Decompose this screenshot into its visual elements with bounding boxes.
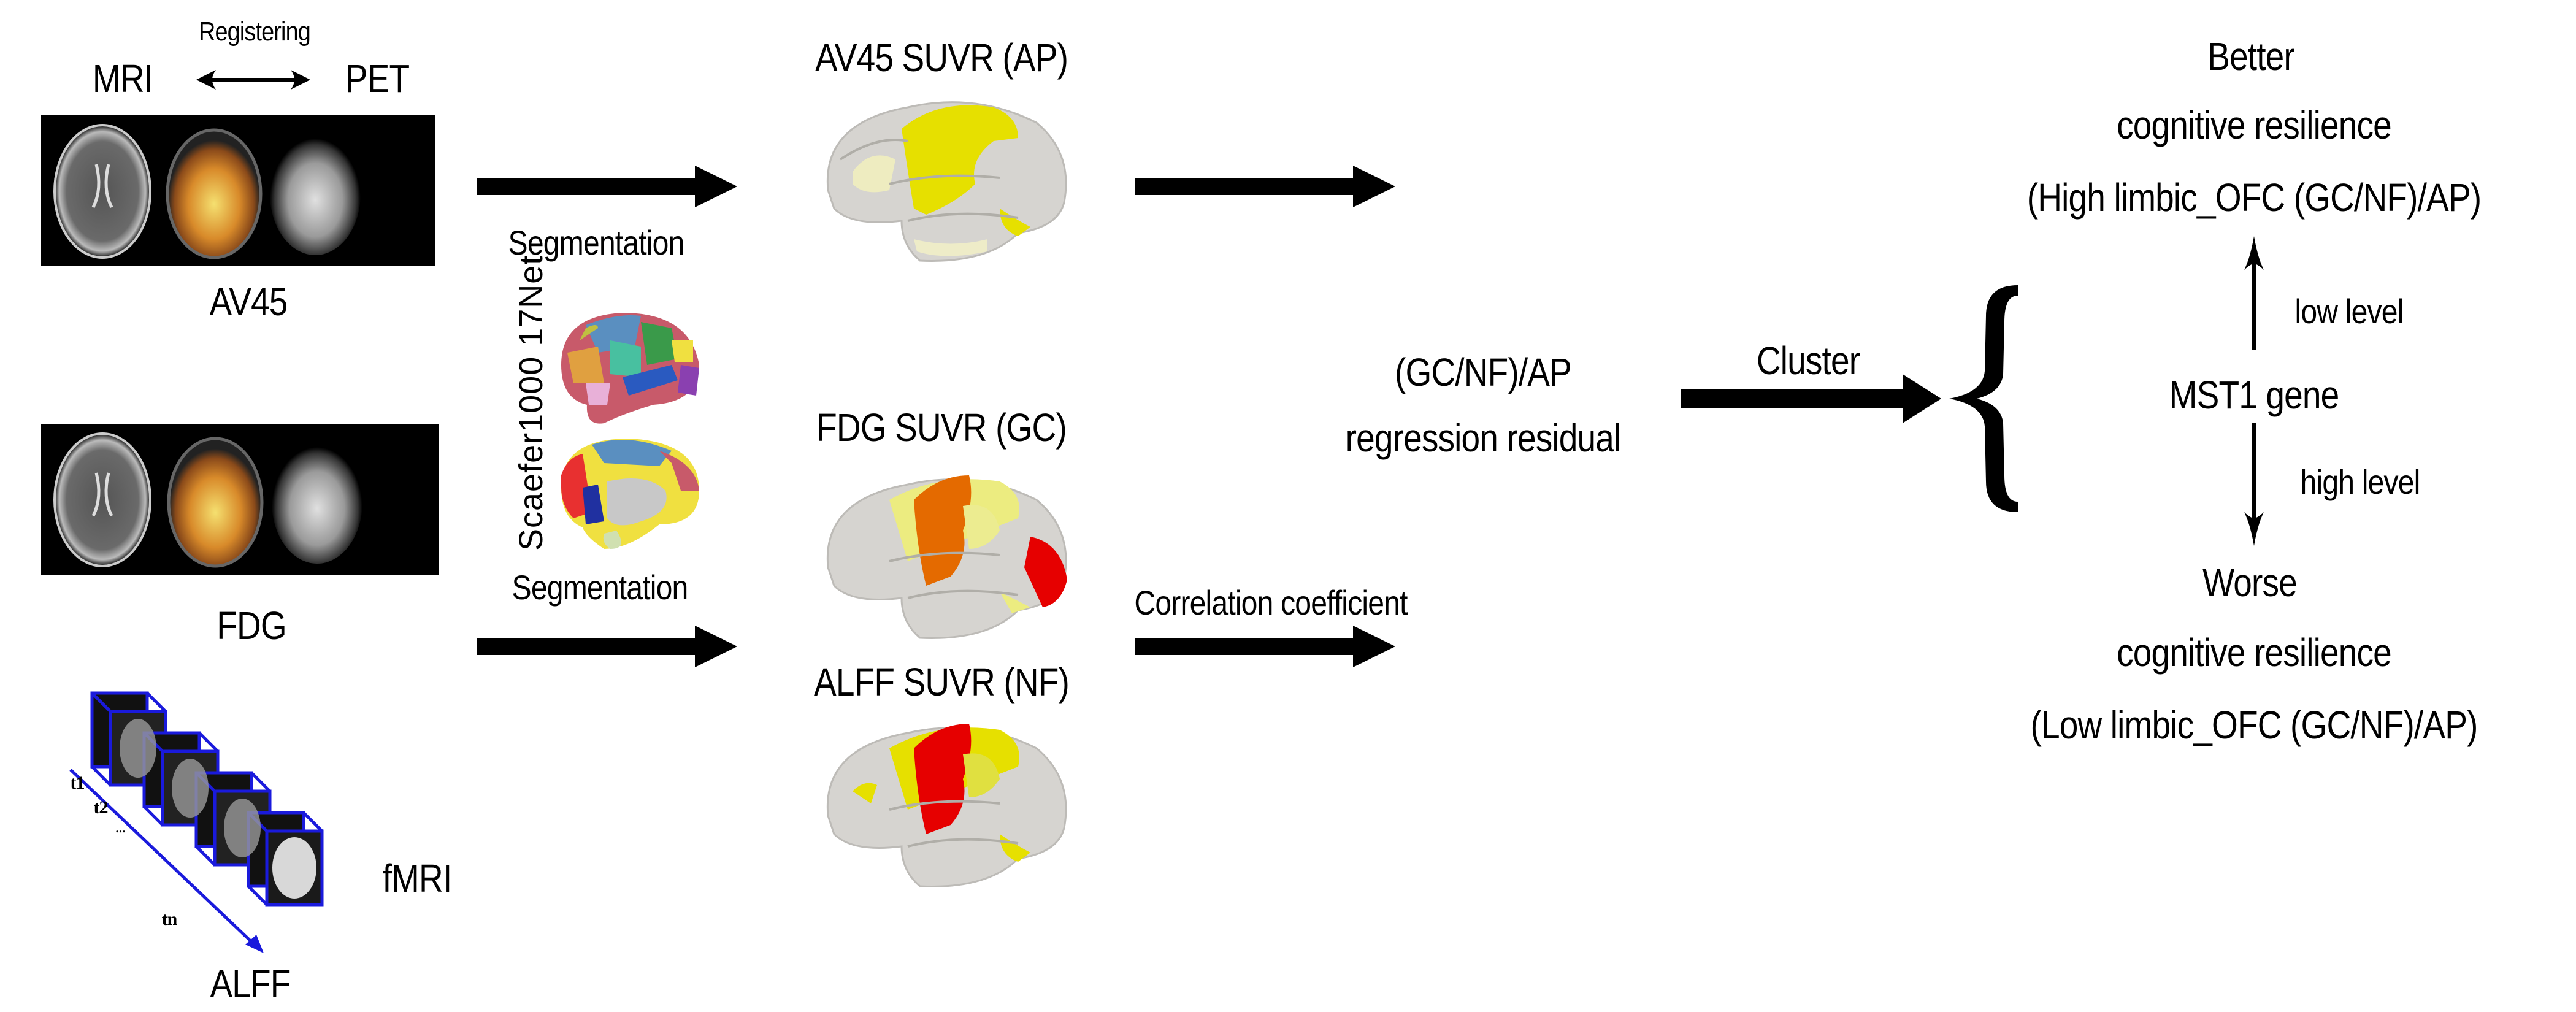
av45-scan-strip	[41, 115, 435, 266]
atlas-lateral-brain	[561, 313, 699, 424]
brain-map-nf-highlight	[914, 724, 972, 834]
atlas-label: Scaefer1000 17Net	[513, 255, 550, 551]
brain-map-gc	[826, 475, 1067, 639]
arrow-down-icon	[2244, 423, 2264, 546]
mst1-gene-label: MST1 gene	[2169, 373, 2340, 417]
low-level-label: low level	[2294, 292, 2404, 331]
worse-resilience-label: cognitive resilience	[2117, 631, 2392, 675]
av45-label: AV45	[209, 280, 288, 324]
segmentation-label-bottom: Segmentation	[512, 568, 689, 607]
av45-scan-images	[53, 124, 361, 259]
brain-map-title-gc: FDG SUVR (GC)	[816, 405, 1067, 450]
better-label: Better	[2207, 34, 2295, 79]
arrow-cluster	[1681, 374, 1941, 423]
high-level-label: high level	[2300, 462, 2421, 501]
brain-map-ap-highlight	[902, 105, 1018, 215]
curly-brace-icon	[1949, 285, 2018, 512]
correlation-label: Correlation coefficient	[1134, 583, 1408, 622]
better-detail-label: (High limbic_OFC (GC/NF)/AP)	[2026, 175, 2482, 220]
pet-label: PET	[345, 56, 410, 101]
worse-label: Worse	[2202, 561, 2298, 605]
alff-label: ALFF	[210, 962, 291, 1006]
cluster-label: Cluster	[1756, 339, 1860, 383]
brain-map-gc-highlight	[914, 475, 972, 586]
fmri-label: fMRI	[382, 856, 453, 900]
double-arrow-icon	[196, 70, 310, 90]
brain-map-nf	[826, 724, 1067, 887]
time-axis	[69, 769, 259, 949]
brain-map-title-nf: ALFF SUVR (NF)	[813, 660, 1070, 704]
segmentation-label-top: Segmentation	[508, 223, 685, 262]
residual-line2: regression residual	[1345, 416, 1622, 460]
registering-label: Registering	[199, 17, 311, 47]
residual-line1: (GC/NF)/AP	[1395, 350, 1572, 394]
worse-detail-label: (Low limbic_OFC (GC/NF)/AP)	[2030, 703, 2478, 747]
fdg-label: FDG	[217, 604, 286, 648]
arrow-segmentation-bottom	[477, 626, 737, 667]
mri-label: MRI	[92, 56, 153, 101]
time-label-t1: t1	[70, 773, 85, 793]
arrow-up-icon	[2244, 236, 2264, 350]
arrow-correlation	[1135, 626, 1395, 667]
better-resilience-label: cognitive resilience	[2117, 103, 2392, 147]
time-label-tn: tn	[161, 909, 178, 929]
arrow-segmentation-top	[477, 166, 737, 207]
brain-map-title-ap: AV45 SUVR (AP)	[815, 36, 1068, 80]
fmri-volume-stack	[69, 691, 324, 953]
arrow-ap-to-residual	[1135, 166, 1395, 207]
atlas-parcellation-brains	[561, 313, 699, 549]
atlas-medial-brain	[561, 439, 699, 549]
time-label-t2: t2	[93, 797, 109, 818]
fmri-volume-1	[90, 691, 167, 787]
brain-map-ap	[826, 101, 1067, 262]
fdg-scan-strip	[41, 424, 439, 575]
time-label-ellipsis: ...	[115, 818, 126, 836]
fdg-scan-images	[53, 432, 362, 568]
